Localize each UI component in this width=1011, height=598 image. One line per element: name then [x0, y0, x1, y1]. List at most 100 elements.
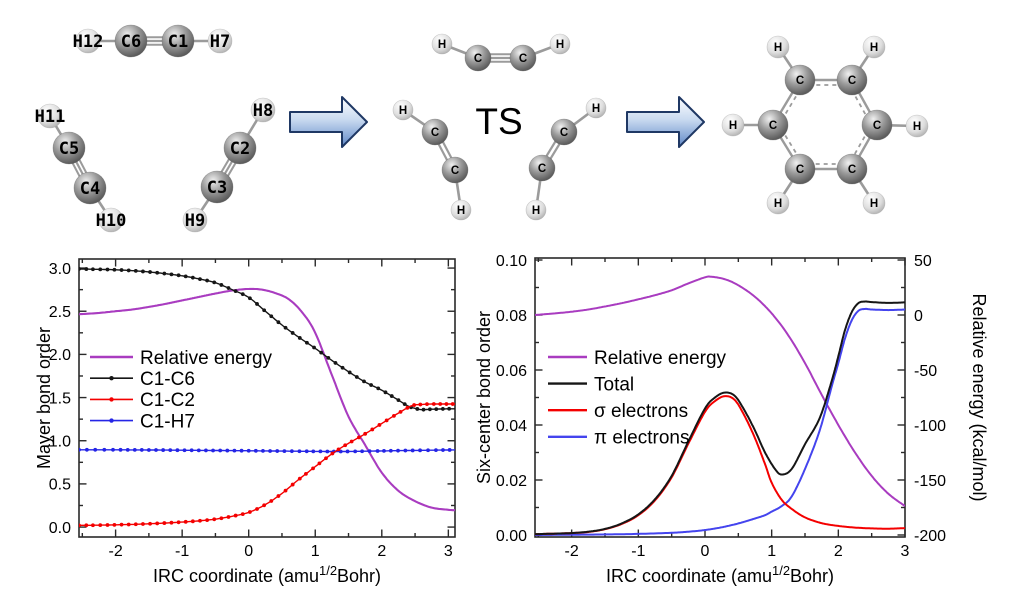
- y2-tick-label: -100: [914, 418, 946, 435]
- atom-label: C: [519, 53, 527, 65]
- atom-label: H7: [210, 32, 230, 52]
- y2-tick-label: -150: [914, 473, 946, 490]
- atom-label: H8: [253, 101, 273, 121]
- hydrogen-atom: [905, 114, 929, 138]
- legend-marker-sample: [109, 418, 114, 423]
- x-tick-label: 0: [244, 543, 253, 560]
- atom-label: H: [870, 42, 878, 54]
- atom-label: C: [560, 127, 568, 139]
- atom-label: H: [457, 205, 465, 217]
- legend-label: Relative energy: [140, 348, 273, 369]
- y-tick-label: 0.02: [496, 473, 527, 490]
- atom-label: C: [796, 164, 804, 176]
- carbon-atom: [161, 24, 195, 58]
- reaction-arrow-2-icon: [626, 96, 705, 148]
- series-Total: [535, 300, 905, 536]
- y-ticks: [535, 259, 905, 536]
- legend-label: π electrons: [594, 428, 689, 449]
- atom-label: C2: [230, 139, 250, 159]
- y2-tick-label: 0: [914, 308, 923, 325]
- hydrogen-atom: [392, 99, 414, 121]
- hydrogen-atom: [585, 97, 607, 119]
- atom-label: H: [774, 198, 782, 210]
- carbon-atom: [464, 44, 492, 72]
- x-tick-label: -2: [108, 543, 122, 560]
- legend-marker-sample: [109, 376, 114, 381]
- legend-item-Relative energy: Relative energy: [548, 348, 727, 369]
- bond: [780, 128, 801, 160]
- bond: [850, 89, 870, 121]
- atom-label: C1: [168, 32, 188, 52]
- atom-label: H: [438, 39, 446, 51]
- atom-label: C: [769, 120, 777, 132]
- x-tick-label: -2: [565, 543, 579, 560]
- carbon-atom: [52, 131, 86, 165]
- atom-label: C6: [121, 32, 141, 52]
- atom-label: C: [431, 127, 439, 139]
- y-tick-label: 0.0: [49, 520, 71, 537]
- y-tick-label: 0.00: [496, 528, 527, 545]
- x-tick-label: -1: [631, 543, 645, 560]
- x-axis-title: IRC coordinate (amu1/2Bohr): [606, 563, 834, 586]
- atom-label: H: [774, 42, 782, 54]
- carbon-atom: [550, 118, 578, 146]
- carbon-atom: [441, 156, 469, 184]
- x-axis-title: IRC coordinate (amu1/2Bohr): [153, 563, 381, 586]
- y-tick-label: 2.5: [49, 304, 71, 321]
- hydrogen-atom: [862, 191, 886, 215]
- hydrogen-atom: [766, 35, 790, 59]
- carbon-atom: [200, 170, 234, 204]
- y2-tick-label: 50: [914, 253, 932, 270]
- series-Relative energy: [79, 287, 455, 512]
- y-tick-label: 0.5: [49, 477, 71, 494]
- legend-item-C1-H7: C1-H7: [90, 411, 195, 432]
- reaction-arrow-1-icon: [289, 96, 368, 148]
- y-axis-title: Six-center bond order: [474, 311, 494, 484]
- legend-item-Total: Total: [548, 374, 634, 395]
- y-tick-label: 0.10: [496, 253, 527, 270]
- x-tick-label: 2: [834, 543, 843, 560]
- legend-item-σ electrons: σ electrons: [548, 401, 688, 422]
- y-tick-labels: 0.00.51.01.52.02.53.0: [49, 261, 71, 537]
- carbon-atom: [861, 109, 893, 141]
- hydrogen-atom: [431, 33, 453, 55]
- legend-label: C1-H7: [140, 411, 195, 432]
- legend-label: C1-C6: [140, 369, 195, 390]
- series-markers-C1-C6: [79, 267, 452, 412]
- carbon-atom: [784, 153, 816, 185]
- hydrogen-atom: [721, 113, 745, 137]
- carbon-atom: [421, 118, 449, 146]
- x-tick-label: 3: [901, 543, 910, 560]
- y2-tick-labels: 500-50-100-150-200: [914, 253, 946, 545]
- series-markers-C1-C2: [79, 402, 455, 528]
- y-tick-label: 2.0: [49, 347, 71, 364]
- atom-label: H: [556, 39, 564, 51]
- atom-label: C: [873, 120, 881, 132]
- series-markers-C1-H7: [79, 447, 452, 454]
- y-axis-title: Mayer bond order: [34, 327, 54, 469]
- series-C1-C2: [79, 403, 455, 526]
- ts-label: TS: [475, 101, 522, 142]
- plot-series: [79, 267, 455, 528]
- y-ticks: [79, 267, 455, 528]
- atom-label: C: [451, 165, 459, 177]
- legend-label: C1-C2: [140, 390, 195, 411]
- y-tick-label: 0.04: [496, 418, 527, 435]
- series-Relative energy: [535, 275, 905, 507]
- carbon-atom: [836, 153, 868, 185]
- x-tick-label: 1: [767, 543, 776, 560]
- legend-item-Relative energy: Relative energy: [90, 348, 273, 369]
- bond: [850, 129, 870, 160]
